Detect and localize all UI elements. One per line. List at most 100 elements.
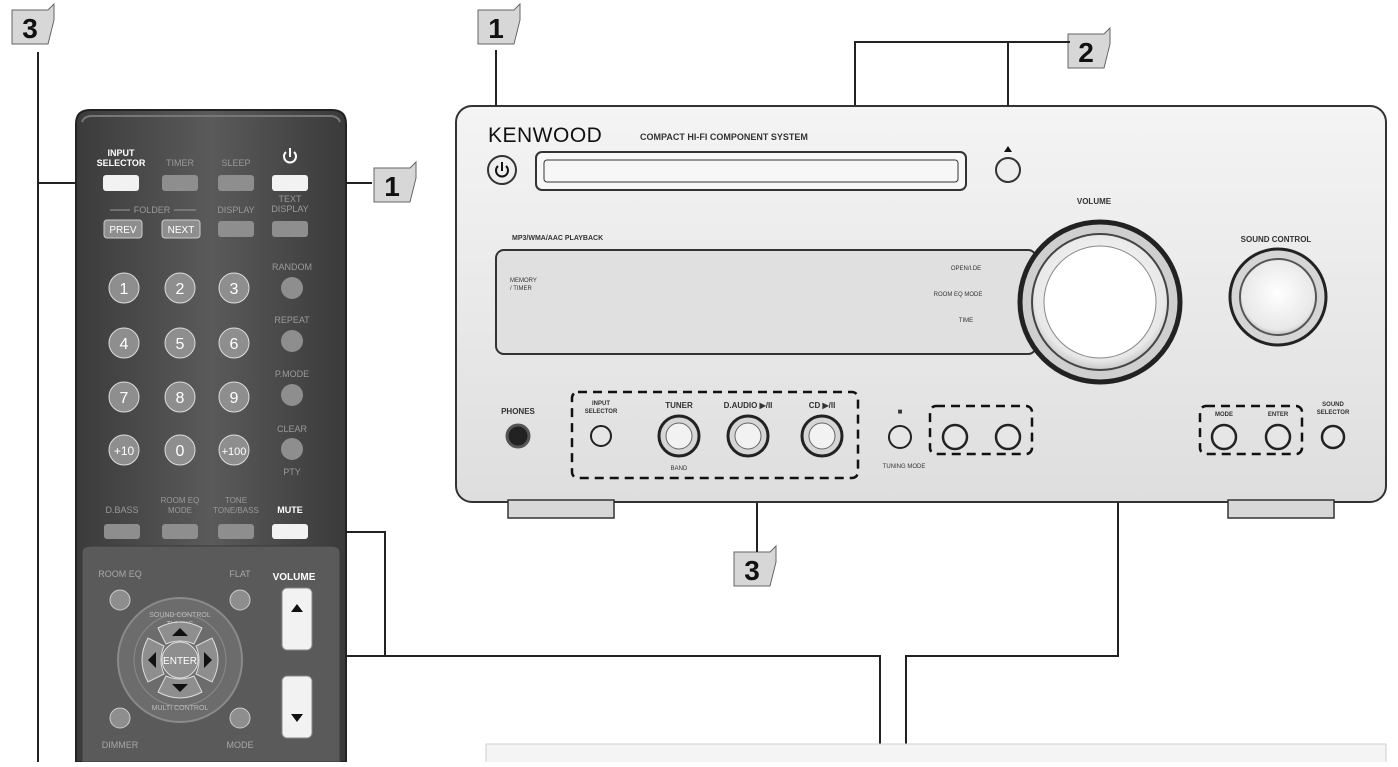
remote-mute-button[interactable] <box>272 524 308 539</box>
remote-dimmer-label: DIMMER <box>102 740 139 750</box>
remote-prev-button[interactable] <box>103 219 143 239</box>
unit-eject-button[interactable] <box>995 157 1021 183</box>
unit-skip-forward-button[interactable] <box>994 423 1022 451</box>
remote-room-eq-button[interactable] <box>109 589 131 611</box>
remote-repeat-button[interactable] <box>281 330 303 352</box>
remote-room-eq-label: ROOM EQ <box>98 569 142 579</box>
remote-pmode-button[interactable] <box>281 384 303 406</box>
remote-key-9-label: 9 <box>230 390 239 407</box>
remote-keypad: 1 2 3 4 5 6 7 8 9 +10 0 +100 <box>108 272 250 466</box>
unit-enter-button[interactable] <box>1264 423 1292 451</box>
remote-key-5-label: 5 <box>176 336 185 353</box>
remote-key-plus100[interactable] <box>218 434 250 466</box>
remote-next-label: NEXT <box>168 225 195 236</box>
down-arrow-icon <box>172 684 188 692</box>
unit-sound-selector-button[interactable] <box>1320 424 1346 450</box>
callout-1-remote-label: 1 <box>384 171 400 202</box>
unit-enter-label: ENTER <box>1268 412 1289 418</box>
remote-sleep-button[interactable] <box>218 175 254 191</box>
remote-timer-label: TIMER <box>166 158 194 168</box>
remote-key-8-label: 8 <box>176 390 185 407</box>
remote-key-plus10[interactable] <box>108 434 140 466</box>
remote-input-selector-label-1: INPUT <box>108 148 136 158</box>
callout-3-remote: 3 <box>11 2 55 45</box>
remote-text-display-button[interactable] <box>272 221 308 237</box>
remote-tone-label-1: TONE <box>225 496 247 505</box>
unit-subtitle: COMPACT HI-FI COMPONENT SYSTEM <box>640 132 808 142</box>
remote-power-button[interactable] <box>272 175 308 191</box>
remote-dbass-label: D.BASS <box>105 505 138 515</box>
remote-enter-button[interactable] <box>161 641 199 679</box>
remote-sleep-label: SLEEP <box>221 158 250 168</box>
remote-repeat-label: REPEAT <box>274 315 310 325</box>
remote-key-3-label: 3 <box>230 281 239 298</box>
remote-key-6[interactable] <box>218 327 250 359</box>
remote-dpad: SOUND CONTROL MULTI CONTROL TUNING ENTER <box>117 597 243 723</box>
remote-dimmer-button[interactable] <box>109 707 131 729</box>
remote-volume-down-button[interactable] <box>281 675 313 739</box>
remote-multi-control-label: MULTI CONTROL <box>152 705 209 712</box>
remote-tone-button[interactable] <box>218 524 254 539</box>
unit-input-selector-button[interactable] <box>590 425 612 447</box>
remote-prev-label: PREV <box>109 225 137 236</box>
remote-input-selector-label-2: SELECTOR <box>97 158 146 168</box>
callout-1-unit-label: 1 <box>488 13 504 44</box>
remote-volume-up-button[interactable] <box>281 587 313 651</box>
unit-disc-slot <box>535 151 967 191</box>
left-arrow-icon <box>148 652 156 668</box>
eject-icon <box>1004 146 1012 152</box>
remote-mute-label: MUTE <box>277 505 303 515</box>
remote-flat-button[interactable] <box>229 589 251 611</box>
remote-key-2[interactable] <box>164 272 196 304</box>
unit-stop-button[interactable] <box>888 425 912 449</box>
remote-input-selector-button[interactable] <box>103 175 139 191</box>
remote-next-button[interactable] <box>161 219 201 239</box>
remote-clear-button[interactable] <box>281 438 303 460</box>
right-arrow-icon <box>204 652 212 668</box>
remote-room-eq-mode-button[interactable] <box>162 524 198 539</box>
remote-folder-label: FOLDER <box>134 205 171 215</box>
remote-pmode-label: P.MODE <box>275 369 309 379</box>
remote-key-5[interactable] <box>164 327 196 359</box>
unit-dlaudio-label: D.AUDIO ▶/II <box>724 401 773 410</box>
unit-mode-button[interactable] <box>1210 423 1238 451</box>
unit-sound-selector-label-1: SOUND <box>1322 402 1344 408</box>
remote-display-button[interactable] <box>218 221 254 237</box>
unit-phones-label: PHONES <box>501 407 535 416</box>
unit-stop-label: ■ <box>898 407 903 416</box>
remote-key-9[interactable] <box>218 381 250 413</box>
unit-input-selector-label-2: SELECTOR <box>585 409 618 415</box>
remote-key-2-label: 2 <box>176 281 185 298</box>
remote-room-eq-mode-label-1: ROOM EQ <box>161 496 200 505</box>
unit-sound-selector-label-2: SELECTOR <box>1317 410 1350 416</box>
remote-timer-button[interactable] <box>162 175 198 191</box>
up-arrow-icon <box>172 628 188 636</box>
remote-key-0[interactable] <box>164 434 196 466</box>
remote-room-eq-mode-label-2: MODE <box>168 506 192 515</box>
callout-3-remote-label: 3 <box>22 13 38 44</box>
unit-volume-label: VOLUME <box>1077 197 1112 206</box>
unit-phones-jack[interactable] <box>505 423 531 449</box>
remote-dbass-button[interactable] <box>104 524 140 539</box>
remote-key-6-label: 6 <box>230 336 239 353</box>
unit-display-time: TIME <box>959 318 973 324</box>
remote-key-7[interactable] <box>108 381 140 413</box>
unit-display-room-eq: ROOM EQ MODE <box>934 292 983 298</box>
remote-key-8[interactable] <box>164 381 196 413</box>
remote-key-3[interactable] <box>218 272 250 304</box>
remote-tone-label-2: TONE/BASS <box>213 506 259 515</box>
remote-key-7-label: 7 <box>120 390 129 407</box>
unit-skip-back-button[interactable] <box>941 423 969 451</box>
remote-sound-control-label: SOUND CONTROL <box>149 612 211 619</box>
remote-volume-label: VOLUME <box>273 572 316 583</box>
remote-key-1[interactable] <box>108 272 140 304</box>
unit-brand: KENWOOD <box>488 124 602 147</box>
remote-control: INPUT SELECTOR TIMER SLEEP FOLDER DISPLA… <box>75 109 347 763</box>
volume-down-arrow-icon <box>291 714 303 722</box>
unit-input-selector-label-1: INPUT <box>592 401 610 407</box>
remote-mode-button[interactable] <box>229 707 251 729</box>
remote-key-4[interactable] <box>108 327 140 359</box>
remote-random-button[interactable] <box>281 277 303 299</box>
unit-source-group <box>570 390 860 480</box>
